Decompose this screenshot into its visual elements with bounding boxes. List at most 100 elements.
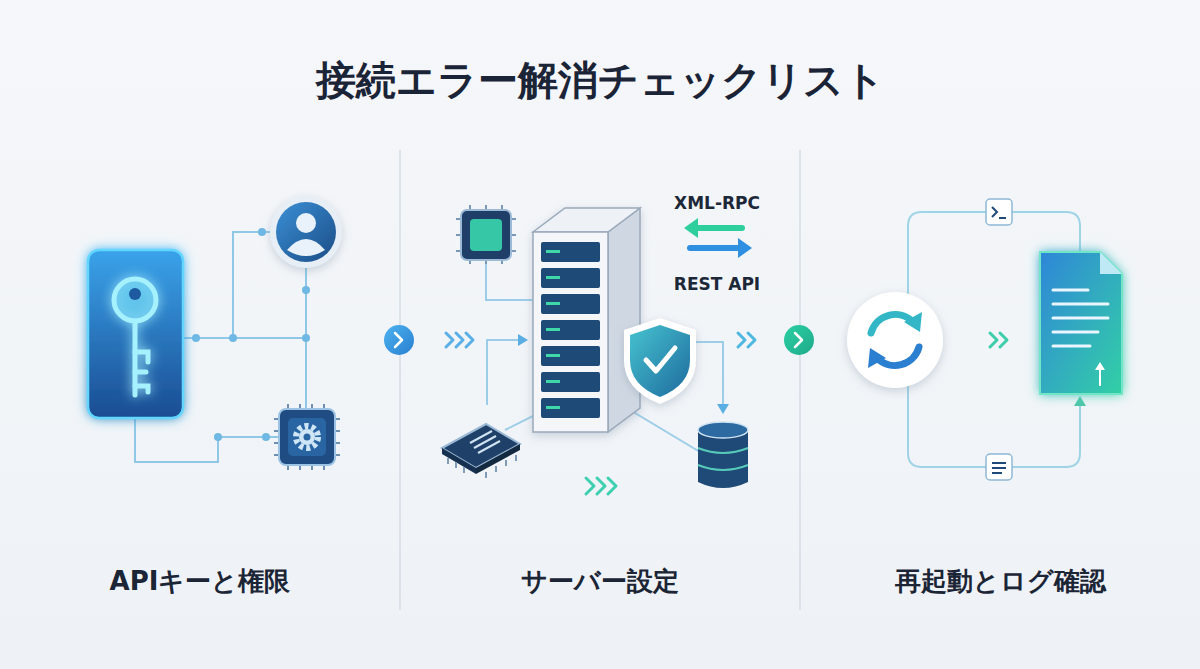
section-label: 再起動とログ確認 <box>895 566 1106 597</box>
arrow-head <box>717 404 729 414</box>
user-icon <box>296 213 316 233</box>
wire <box>1012 402 1080 467</box>
server-slot <box>541 242 600 262</box>
key-card <box>135 386 148 392</box>
key-card <box>88 250 183 418</box>
wire <box>135 418 278 462</box>
terminal-icon <box>986 199 1012 225</box>
chip-icon <box>463 467 465 473</box>
step-marker <box>795 333 802 347</box>
database-icon <box>698 422 748 438</box>
divider-line <box>799 150 801 610</box>
step-marker <box>395 333 402 347</box>
terminal-icon <box>999 217 1006 219</box>
user-icon <box>287 239 325 256</box>
chip-icon <box>304 434 311 441</box>
status-led <box>546 354 560 357</box>
exchange-arrow <box>694 225 742 231</box>
refresh-icon <box>868 348 886 368</box>
chevron <box>738 333 755 347</box>
key-card <box>135 370 146 375</box>
exchange-arrow <box>690 245 740 251</box>
chevron <box>586 478 594 494</box>
junction-dot <box>214 433 222 441</box>
status-led <box>546 380 560 383</box>
wire <box>1012 212 1080 256</box>
log-icon <box>992 462 1006 464</box>
protocol-label: XML-RPC <box>674 193 760 213</box>
server-tower <box>533 208 640 232</box>
shield-icon <box>624 318 696 404</box>
server-slot <box>541 398 600 418</box>
junction-dot <box>192 334 200 342</box>
wire <box>908 384 986 467</box>
junction-dot <box>229 334 237 342</box>
section-label: APIキーと権限 <box>110 566 291 597</box>
chevron <box>748 333 755 347</box>
log-document <box>1053 290 1108 346</box>
terminal-icon <box>986 199 1012 225</box>
chip-icon <box>274 404 340 470</box>
exchange-arrow <box>684 218 698 238</box>
chevron <box>466 333 473 347</box>
server-tower <box>533 232 608 432</box>
chevron <box>990 333 997 347</box>
server-slot <box>541 372 600 392</box>
chevron <box>597 478 605 494</box>
user-icon <box>276 202 336 262</box>
log-document <box>1053 345 1090 348</box>
chevron <box>446 333 473 347</box>
chip-icon <box>274 404 340 470</box>
key-card <box>135 352 148 362</box>
database-icon <box>698 448 748 453</box>
status-led <box>546 328 560 331</box>
chip-icon <box>515 455 517 461</box>
wire <box>486 262 533 300</box>
log-icon <box>986 454 1012 480</box>
exchange-arrow <box>684 218 752 258</box>
chip-icon <box>478 441 500 453</box>
chevron <box>738 333 745 347</box>
log-document <box>1053 331 1098 334</box>
log-icon <box>992 472 1002 474</box>
chip-icon <box>299 429 315 445</box>
junction-dot <box>302 286 310 294</box>
chip-icon <box>442 448 476 474</box>
chip-icon <box>485 472 487 478</box>
arrow-head <box>1074 396 1086 406</box>
log-icon <box>992 467 1006 469</box>
log-document <box>1053 303 1108 306</box>
chip-icon <box>296 426 318 448</box>
log-icon <box>986 454 1012 480</box>
chip-icon <box>455 462 457 468</box>
terminal-icon <box>992 207 997 217</box>
protocol-label: REST API <box>674 274 760 294</box>
database-icon <box>698 422 748 488</box>
log-document <box>1095 362 1105 370</box>
server-slot <box>541 242 600 418</box>
chip-icon <box>474 436 496 448</box>
refresh-icon <box>904 312 922 332</box>
log-document <box>1053 317 1108 320</box>
log-document <box>1053 289 1088 292</box>
server-tower <box>608 208 640 432</box>
step-marker <box>384 325 414 355</box>
user-icon <box>270 196 342 268</box>
key-card <box>114 279 156 321</box>
diagram-title: 接続エラー解消チェックリスト <box>316 56 885 104</box>
server-slot <box>541 294 600 314</box>
wire <box>233 337 306 339</box>
junction-dot <box>262 433 270 441</box>
status-led <box>546 302 560 305</box>
shield-icon <box>630 325 690 397</box>
log-document <box>1040 252 1122 394</box>
log-document <box>1100 252 1122 274</box>
chevron <box>446 333 453 347</box>
section-label: サーバー設定 <box>521 566 679 597</box>
chip-icon <box>470 219 502 251</box>
divider-line <box>400 150 800 610</box>
log-document <box>1040 252 1122 394</box>
server-slot <box>541 320 600 340</box>
chip-icon <box>505 460 507 466</box>
